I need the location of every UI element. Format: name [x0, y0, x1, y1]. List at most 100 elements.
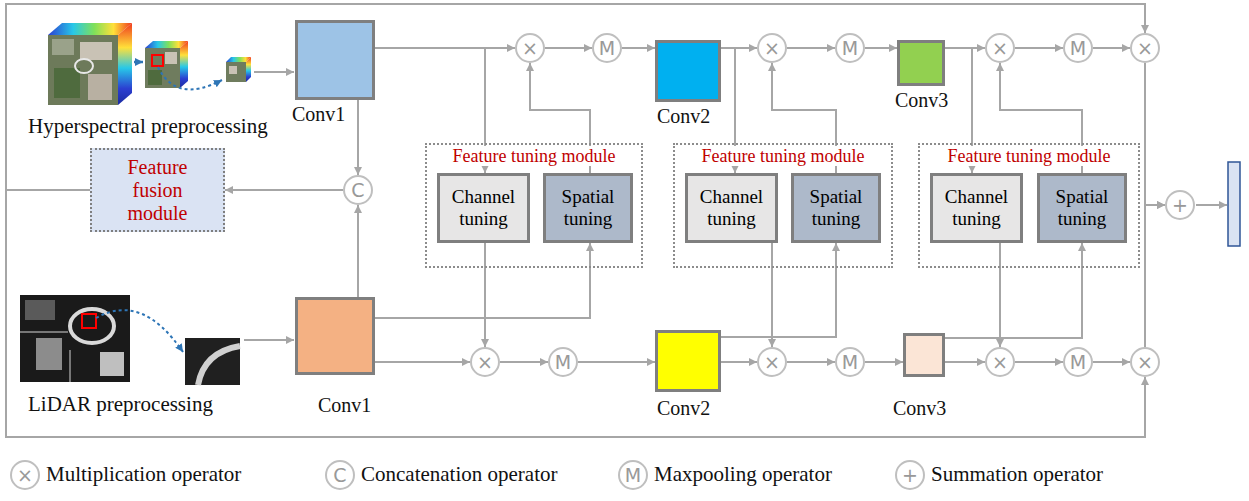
operator-circle: ×: [985, 33, 1015, 63]
legend-circle-shape: [11, 461, 39, 489]
conv-block: Conv3: [903, 333, 945, 377]
tuning-box: Channel tuning: [685, 173, 778, 243]
legend-text: Maxpooling operator: [654, 464, 832, 485]
operator-circle: M: [592, 33, 622, 63]
tuning-module: Feature tuning moduleChannel tuning Spati…: [425, 143, 643, 268]
lidar-building: [25, 300, 55, 320]
legend-swatch: M: [618, 460, 648, 490]
patch-marker: [82, 314, 96, 328]
module-label: Spatial tuning: [552, 186, 624, 230]
operator-circle: M: [835, 33, 865, 63]
connector: [500, 361, 548, 363]
fusion-module: Feature fusion module: [90, 148, 225, 232]
connector: [1093, 361, 1130, 363]
module-label: Channel tuning: [446, 186, 521, 230]
connector: [865, 361, 903, 363]
image-patch: [165, 52, 177, 64]
lidar-building: [36, 338, 62, 370]
operator-circle: ×: [985, 347, 1015, 377]
circle-shape: [344, 176, 372, 204]
connector: [787, 361, 835, 363]
circle-shape: [1064, 34, 1092, 62]
operator-symbol: M: [555, 353, 571, 372]
tuning-box: Channel tuning: [437, 173, 530, 243]
block-label: Conv2: [657, 106, 710, 126]
image-patch: [52, 39, 74, 55]
circle-shape: [516, 34, 544, 62]
module-heading: Feature tuning module: [450, 146, 619, 166]
block-label: Conv2: [657, 398, 710, 418]
connector: [545, 47, 592, 49]
operator-circle: ×: [470, 347, 500, 377]
circle-shape: [986, 34, 1014, 62]
operator-symbol: ×: [764, 39, 780, 58]
legend-symbol: ×: [17, 466, 33, 485]
cube-front: [226, 62, 246, 82]
connector: [721, 243, 836, 337]
legend-circle-shape: [326, 461, 354, 489]
tuning-module: Feature tuning moduleChannel tuningSpati…: [918, 143, 1140, 268]
legend-text: Concatenation operator: [361, 464, 558, 485]
blue-arrow: [134, 61, 143, 64]
conv-block: Conv1: [295, 20, 375, 100]
circle-shape: [549, 348, 577, 376]
operator-circle: M: [548, 347, 578, 377]
module-label: Spatial tuning: [1046, 186, 1118, 230]
operator-symbol: ×: [1137, 39, 1153, 58]
operator-symbol: ×: [992, 39, 1008, 58]
lidar-patch-shape: [198, 346, 240, 385]
module-label: Channel tuning: [694, 186, 769, 230]
connector: [945, 361, 985, 363]
connector: [578, 361, 655, 363]
legend-swatch: +: [895, 460, 925, 490]
operator-symbol: ×: [1137, 353, 1153, 372]
connector: [999, 243, 1001, 347]
block-label: Conv1: [292, 104, 345, 124]
connector: [484, 243, 486, 347]
operator-symbol: M: [842, 39, 858, 58]
circle-shape: [758, 34, 786, 62]
image-patch: [54, 68, 80, 98]
circle-shape: [1131, 348, 1159, 376]
circle-shape: [836, 348, 864, 376]
tuning-box: Spatial tuning: [543, 173, 633, 243]
conv-block: Conv2: [655, 40, 721, 102]
legend-circle-shape: [896, 461, 924, 489]
dotted-arrow: [158, 67, 222, 89]
operator-circle: ×: [515, 33, 545, 63]
image-patch: [229, 66, 237, 74]
legend-swatch: ×: [10, 460, 40, 490]
image-patch: [80, 42, 112, 60]
circle-shape: [986, 348, 1014, 376]
legend-swatch: C: [325, 460, 355, 490]
lidar-stadium: [70, 309, 114, 343]
operator-symbol: ×: [992, 353, 1008, 372]
operator-circle: M: [1063, 347, 1093, 377]
operator-symbol: M: [1070, 353, 1086, 372]
legend-text: Multiplication operator: [46, 464, 241, 485]
cube-side: [180, 41, 188, 88]
connector: [865, 47, 897, 49]
circle-shape: [471, 348, 499, 376]
connector: [357, 205, 359, 297]
legend-symbol: M: [625, 466, 641, 485]
operator-symbol: M: [599, 39, 615, 58]
operator-circle: ×: [1130, 33, 1160, 63]
connector: [357, 100, 359, 175]
operator-symbol: +: [1172, 196, 1188, 215]
tuning-box: Spatial tuning: [1037, 173, 1127, 243]
operator-symbol: M: [1070, 39, 1086, 58]
output-arrow: [1196, 204, 1227, 206]
operator-circle: C: [343, 175, 373, 205]
connector: [375, 243, 590, 318]
circle-shape: [836, 34, 864, 62]
lidar-patch: [185, 338, 240, 385]
lidar-image: [20, 295, 130, 382]
module-label: Channel tuning: [939, 186, 1014, 230]
conv-block: Conv1: [295, 297, 375, 375]
operator-circle: ×: [757, 33, 787, 63]
preprocessing-label: LiDAR preprocessing: [28, 394, 213, 415]
operator-circle: M: [1063, 33, 1093, 63]
cube-side: [118, 23, 132, 105]
